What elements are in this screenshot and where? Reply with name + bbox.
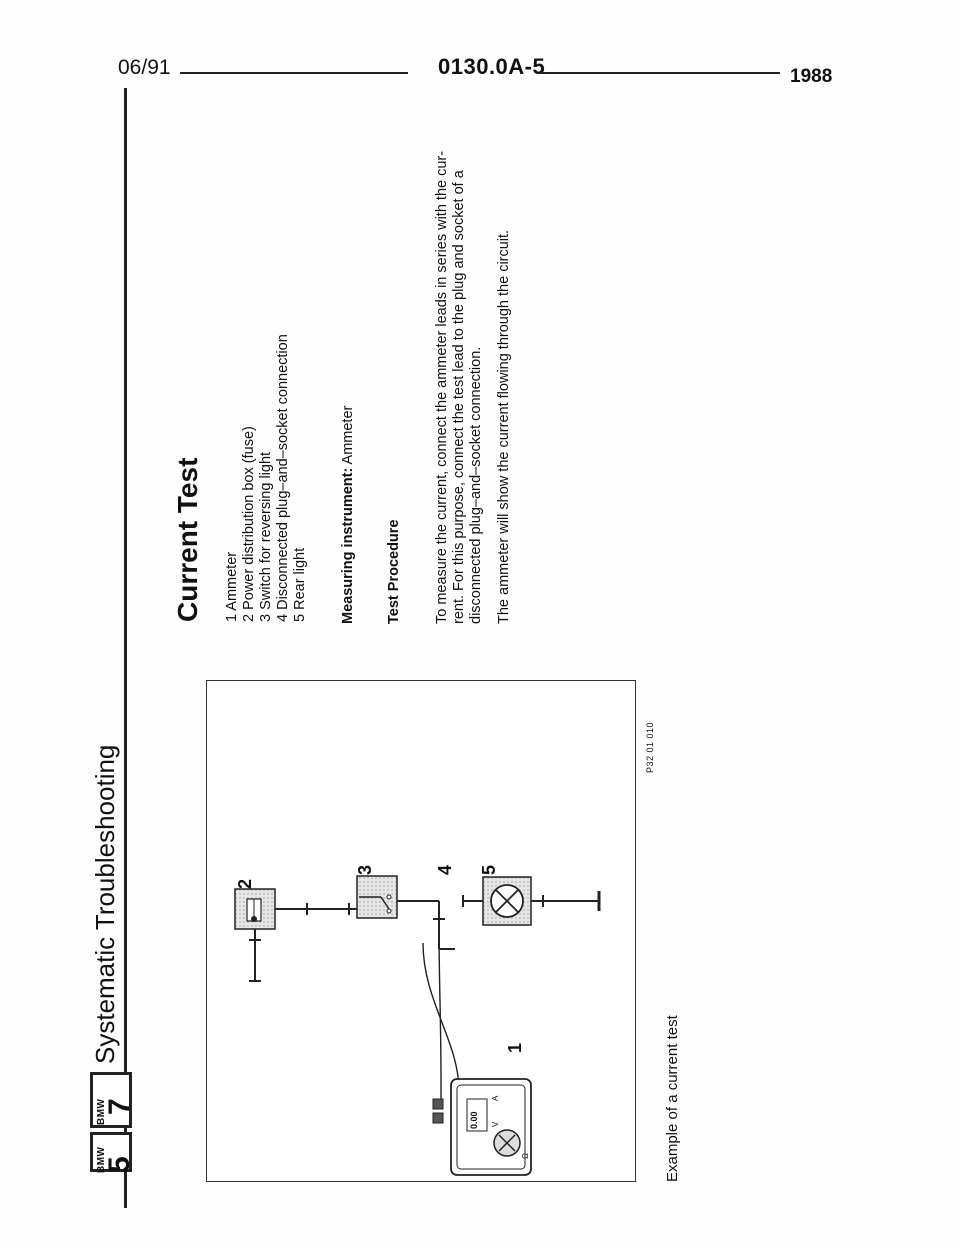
legend-item: 5 Rear light: [292, 547, 308, 622]
callout-1: 1: [505, 1042, 525, 1053]
rear-light: [482, 876, 532, 926]
callout-2: 2: [235, 878, 255, 889]
bmw-5-series-logo: BMW 5: [90, 1132, 136, 1173]
legend-item: 3 Switch for reversing light: [258, 451, 274, 622]
header-date: 06/91: [118, 56, 171, 79]
figure-code: P32 01 010: [645, 721, 655, 773]
disconnected-connector: [433, 918, 455, 950]
document-code: 0130.0A-5: [438, 54, 546, 79]
measuring-instrument: Measuring instrument: Ammeter: [340, 406, 356, 624]
legend-item: 1 Ammeter: [224, 551, 240, 622]
figure-caption: Example of a current test: [664, 1015, 681, 1182]
page-heading: Current Test: [172, 457, 203, 622]
header-rule-right: [540, 72, 780, 74]
procedure-line: To measure the current, connect the amme…: [434, 150, 450, 624]
left-margin-rule: [124, 88, 127, 1208]
section-title: Systematic Troubleshooting: [90, 744, 120, 1064]
reversing-light-switch: [356, 875, 398, 919]
fuse-box: [234, 888, 276, 930]
procedure-line: rent. For this purpose, connect the test…: [451, 170, 467, 624]
logo-series-number: 5: [103, 1156, 136, 1173]
ammeter: [432, 1078, 532, 1176]
header-rule-left: [180, 72, 408, 74]
callout-4: 4: [435, 864, 455, 875]
bmw-7-series-logo: BMW 7: [90, 1072, 136, 1128]
measuring-label: Measuring instrument:: [340, 467, 356, 624]
callout-3: 3: [355, 864, 375, 875]
header-year: 1988: [790, 66, 833, 87]
procedure-heading: Test Procedure: [386, 519, 402, 625]
meter-display: 0.00: [469, 1111, 479, 1129]
measuring-value: Ammeter: [340, 405, 356, 465]
logo-series-number: 7: [103, 1098, 136, 1115]
procedure-line: disconnected plug–and–socket connection.: [468, 346, 484, 624]
legend-item: 4 Disconnected plug–and–socket connectio…: [275, 334, 291, 622]
result-line: The ammeter will show the current flowin…: [496, 229, 512, 624]
legend-item: 2 Power distribution box (fuse): [241, 426, 257, 622]
circuit-figure: 2 3 4 5 1 0.00 V A Ω P32 01 010: [206, 680, 655, 1182]
meter-label-v: V: [491, 1121, 500, 1127]
circuit-diagram: [234, 875, 601, 1176]
meter-label-ohm: Ω: [521, 1153, 530, 1159]
meter-label-a: A: [491, 1095, 500, 1101]
callout-5: 5: [479, 864, 499, 875]
